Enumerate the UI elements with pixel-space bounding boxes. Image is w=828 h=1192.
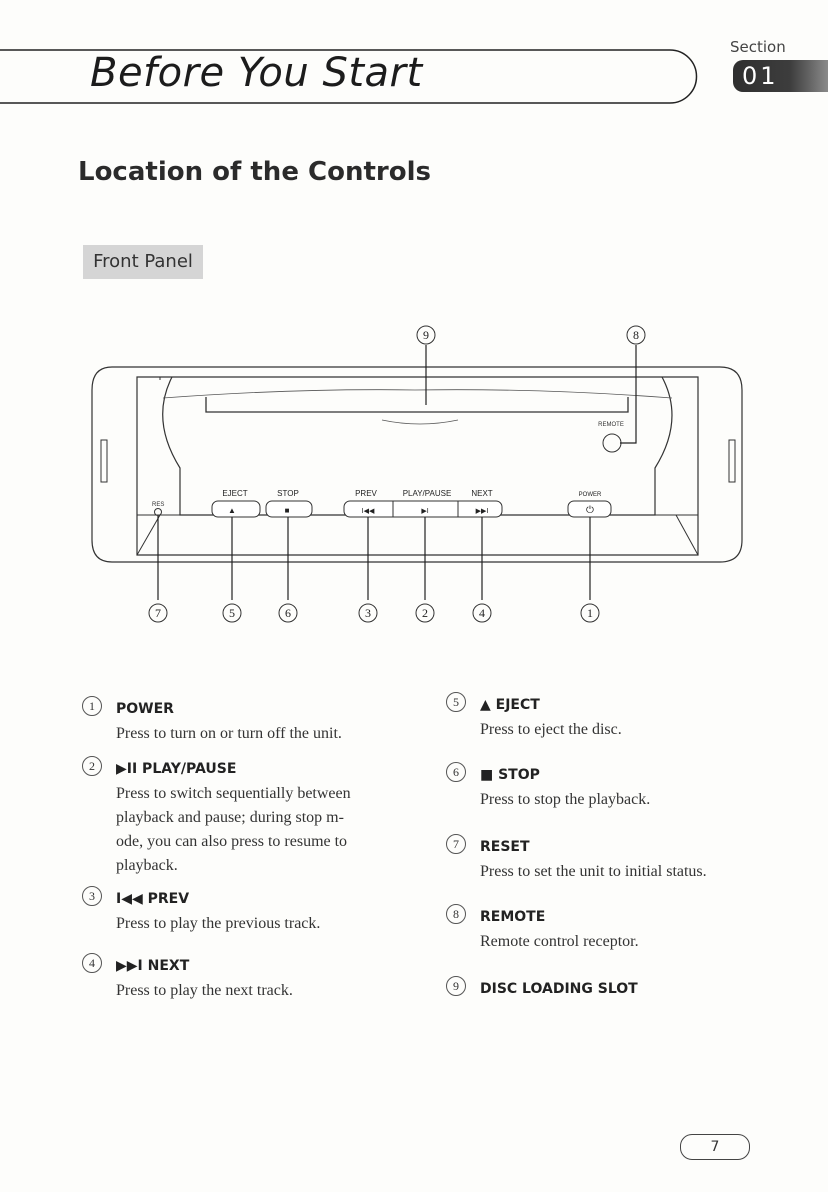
control-desc: Press to set the unit to initial status. xyxy=(480,863,707,880)
control-number: 9 xyxy=(446,976,466,996)
callout-8: 8 xyxy=(633,328,639,342)
playpause-glyph: ▶I xyxy=(421,508,428,515)
control-number: 3 xyxy=(82,886,102,906)
control-desc: Press to switch sequentially between pla… xyxy=(116,785,351,874)
remote-label: REMOTE xyxy=(598,422,624,428)
stop-button: ■ xyxy=(265,500,313,518)
next-label: NEXT xyxy=(471,489,492,498)
callout-2: 2 xyxy=(422,606,428,620)
callout-5: 5 xyxy=(229,606,235,620)
control-desc: Press to stop the playback. xyxy=(480,791,651,808)
callout-6: 6 xyxy=(285,606,291,620)
power-button: ⏻ xyxy=(567,500,612,518)
control-number: 5 xyxy=(446,692,466,712)
reset-pinhole xyxy=(154,508,162,516)
power-label: POWER xyxy=(579,492,602,498)
eject-button: ▲ xyxy=(211,500,261,518)
control-name: POWER xyxy=(116,701,174,717)
control-name: ▶II PLAY/PAUSE xyxy=(116,761,237,777)
control-desc: Press to play the next track. xyxy=(116,982,293,999)
eject-glyph: ▲ xyxy=(228,506,236,515)
stop-label: STOP xyxy=(277,489,299,498)
control-number: 2 xyxy=(82,756,102,776)
page-heading: Location of the Controls xyxy=(78,157,431,187)
res-label: RES xyxy=(152,502,164,508)
callout-9: 9 xyxy=(423,328,429,342)
transport-buttons: I◀◀ ▶I ▶▶I xyxy=(343,500,503,518)
control-name: ■ STOP xyxy=(480,767,540,783)
prev-glyph: I◀◀ xyxy=(362,508,375,515)
control-number: 6 xyxy=(446,762,466,782)
callout-3: 3 xyxy=(365,606,371,620)
stop-glyph: ■ xyxy=(285,506,290,515)
power-glyph: ⏻ xyxy=(586,505,594,516)
section-badge xyxy=(733,60,828,92)
control-desc: Remote control receptor. xyxy=(480,933,639,950)
disc-slot xyxy=(205,397,629,413)
section-label: Section xyxy=(730,38,786,56)
section-number: 01 xyxy=(742,62,779,90)
callout-4: 4 xyxy=(479,606,485,620)
header-title: Before You Start xyxy=(90,50,423,96)
control-number: 1 xyxy=(82,696,102,716)
control-name: RESET xyxy=(480,839,530,855)
control-name: DISC LOADING SLOT xyxy=(480,981,638,997)
playpause-label: PLAY/PAUSE xyxy=(403,489,452,498)
control-name: ▶▶I NEXT xyxy=(116,958,190,974)
eject-label: EJECT xyxy=(222,489,247,498)
control-desc: Press to play the previous track. xyxy=(116,915,321,932)
callout-1: 1 xyxy=(587,606,593,620)
control-desc: Press to turn on or turn off the unit. xyxy=(116,725,342,742)
header-rule xyxy=(0,49,698,104)
control-number: 7 xyxy=(446,834,466,854)
control-name: REMOTE xyxy=(480,909,546,925)
prev-label: PREV xyxy=(355,489,377,498)
next-glyph: ▶▶I xyxy=(476,508,489,515)
callout-7: 7 xyxy=(155,606,161,620)
page-number: 7 xyxy=(680,1134,750,1160)
front-panel-diagram: REMOTE RES EJECT STOP PREV PLAY/PAUSE NE… xyxy=(91,325,743,623)
remote-sensor xyxy=(602,433,622,453)
control-number: 4 xyxy=(82,953,102,973)
sub-heading-front-panel: Front Panel xyxy=(83,245,203,279)
control-desc: Press to eject the disc. xyxy=(480,721,622,738)
control-name: ▲ EJECT xyxy=(480,697,540,713)
control-number: 8 xyxy=(446,904,466,924)
control-name: I◀◀ PREV xyxy=(116,891,190,907)
